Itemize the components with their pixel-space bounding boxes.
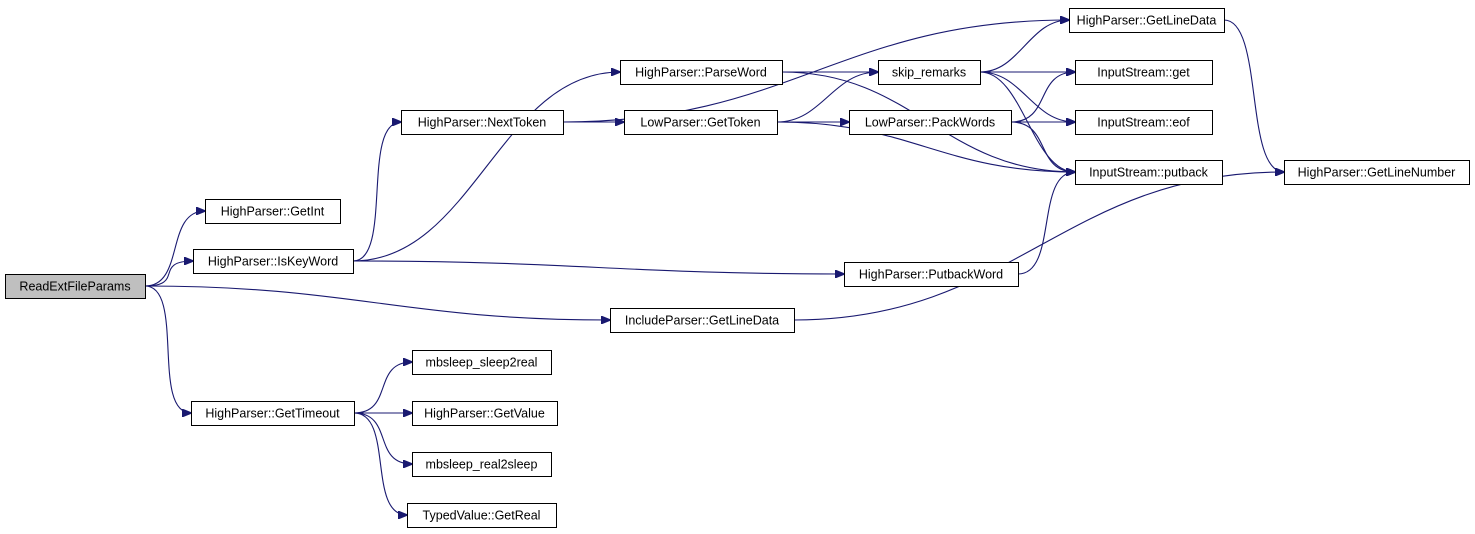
- node-is_putback[interactable]: InputStream::putback: [1075, 160, 1223, 185]
- node-label: ReadExtFileParams: [19, 280, 130, 294]
- edge-gettimeout-to-real2sleep: [353, 412, 412, 464]
- node-label: InputStream::eof: [1097, 116, 1190, 130]
- node-box: [620, 60, 783, 85]
- node-include_getline[interactable]: IncludeParser::GetLineData: [610, 308, 795, 333]
- node-label: LowParser::PackWords: [865, 116, 995, 130]
- node-box: [1284, 160, 1470, 185]
- edge-putbackword-to-is_putback: [1017, 172, 1075, 275]
- node-box: [407, 503, 557, 528]
- edge-read_ext-to-iskeyword: [144, 261, 193, 287]
- node-label: HighParser::IsKeyWord: [208, 255, 338, 269]
- edge-include_getline-to-getlinenumber: [793, 172, 1284, 321]
- node-box: [878, 60, 981, 85]
- node-box: [1075, 110, 1213, 135]
- edge-gettoken-to-skip_remarks: [776, 72, 878, 123]
- node-label: LowParser::GetToken: [640, 116, 760, 130]
- node-box: [5, 274, 146, 299]
- node-box: [849, 110, 1012, 135]
- node-box: [205, 199, 341, 224]
- node-label: mbsleep_sleep2real: [426, 356, 538, 370]
- edge-iskeyword-to-nexttoken: [352, 122, 401, 262]
- node-getint[interactable]: HighParser::GetInt: [205, 199, 341, 224]
- node-getvalue[interactable]: HighParser::GetValue: [412, 401, 558, 426]
- node-box: [193, 249, 354, 274]
- node-is_get[interactable]: InputStream::get: [1075, 60, 1213, 85]
- node-box: [1069, 8, 1225, 33]
- node-label: HighParser::GetInt: [221, 205, 325, 219]
- node-label: HighParser::GetTimeout: [205, 407, 340, 421]
- node-gettoken[interactable]: LowParser::GetToken: [624, 110, 778, 135]
- node-putbackword[interactable]: HighParser::PutbackWord: [844, 262, 1019, 287]
- node-label: IncludeParser::GetLineData: [625, 314, 779, 328]
- node-iskeyword[interactable]: HighParser::IsKeyWord: [193, 249, 354, 274]
- node-label: HighParser::NextToken: [418, 116, 547, 130]
- node-label: HighParser::GetValue: [424, 407, 545, 421]
- edge-read_ext-to-gettimeout: [144, 285, 191, 413]
- node-label: mbsleep_real2sleep: [426, 458, 538, 472]
- node-box: [412, 452, 552, 477]
- edge-packwords-to-is_get: [1010, 72, 1075, 123]
- node-box: [610, 308, 795, 333]
- node-parseword[interactable]: HighParser::ParseWord: [620, 60, 783, 85]
- node-box: [624, 110, 778, 135]
- node-sleep2real[interactable]: mbsleep_sleep2real: [412, 350, 552, 375]
- node-label: HighParser::GetLineNumber: [1298, 166, 1456, 180]
- node-skip_remarks[interactable]: skip_remarks: [878, 60, 981, 85]
- edge-iskeyword-to-parseword: [352, 72, 620, 262]
- node-box: [401, 110, 564, 135]
- node-gettimeout[interactable]: HighParser::GetTimeout: [191, 401, 355, 426]
- node-label: TypedValue::GetReal: [423, 509, 541, 523]
- edge-gettoken-to-is_putback: [776, 121, 1075, 172]
- node-box: [412, 401, 558, 426]
- node-label: skip_remarks: [892, 66, 966, 80]
- nodes: ReadExtFileParamsHighParser::GetIntHighP…: [5, 8, 1470, 528]
- node-box: [844, 262, 1019, 287]
- node-label: InputStream::putback: [1089, 166, 1209, 180]
- edges: [144, 19, 1284, 515]
- edge-packwords-to-is_putback: [1010, 121, 1075, 172]
- node-nexttoken[interactable]: HighParser::NextToken: [401, 110, 564, 135]
- edge-gettimeout-to-getreal: [353, 412, 407, 515]
- node-getlinenumber[interactable]: HighParser::GetLineNumber: [1284, 160, 1470, 185]
- edge-iskeyword-to-putbackword: [352, 260, 844, 274]
- node-getreal[interactable]: TypedValue::GetReal: [407, 503, 557, 528]
- node-box: [1075, 60, 1213, 85]
- node-label: HighParser::ParseWord: [635, 66, 767, 80]
- node-hp_getlinedata[interactable]: HighParser::GetLineData: [1069, 8, 1225, 33]
- edge-skip_remarks-to-is_eof: [979, 71, 1075, 122]
- edge-skip_remarks-to-hp_getlinedata: [979, 20, 1069, 73]
- node-real2sleep[interactable]: mbsleep_real2sleep: [412, 452, 552, 477]
- edge-read_ext-to-getint: [144, 211, 205, 287]
- node-read_ext[interactable]: ReadExtFileParams: [5, 274, 146, 299]
- node-label: HighParser::PutbackWord: [859, 268, 1003, 282]
- edge-read_ext-to-include_getline: [144, 285, 610, 320]
- edge-hp_getlinedata-to-getlinenumber: [1223, 19, 1284, 172]
- node-label: InputStream::get: [1097, 66, 1190, 80]
- node-box: [1075, 160, 1223, 185]
- node-box: [191, 401, 355, 426]
- node-packwords[interactable]: LowParser::PackWords: [849, 110, 1012, 135]
- node-is_eof[interactable]: InputStream::eof: [1075, 110, 1213, 135]
- node-label: HighParser::GetLineData: [1077, 14, 1217, 28]
- edge-gettimeout-to-sleep2real: [353, 362, 412, 414]
- node-box: [412, 350, 552, 375]
